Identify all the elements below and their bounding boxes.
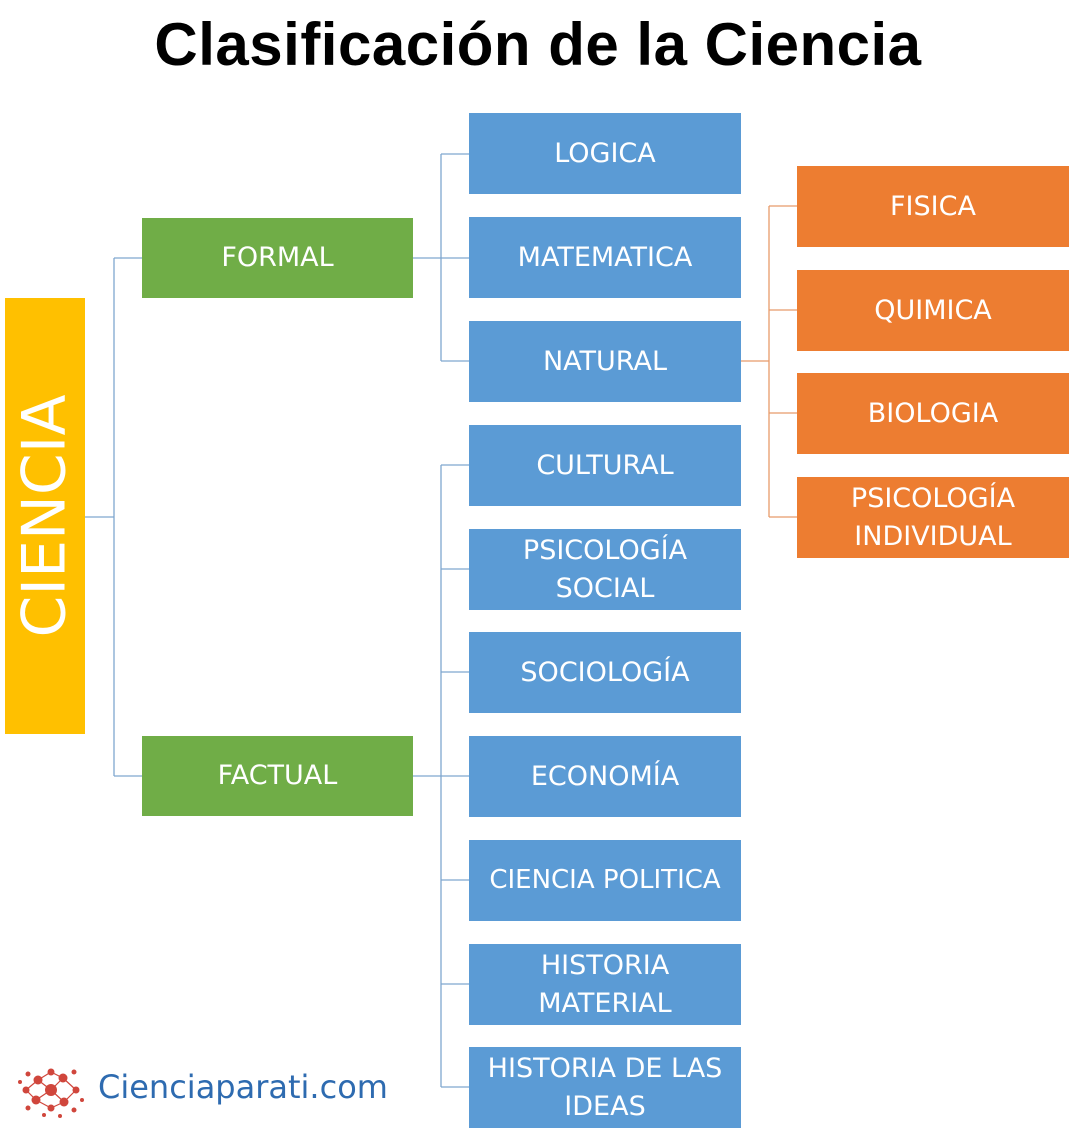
node-ciencia-politica: CIENCIA POLITICA (469, 840, 741, 921)
node-psicologia-social: PSICOLOGÍA SOCIAL (469, 529, 741, 610)
node-natural: NATURAL (469, 321, 741, 402)
node-cultural: CULTURAL (469, 425, 741, 506)
node-biologia: BIOLOGIA (797, 373, 1069, 454)
molecule-icon (18, 1068, 84, 1118)
node-logica: LOGICA (469, 113, 741, 194)
node-fisica: FISICA (797, 166, 1069, 247)
node-factual: FACTUAL (142, 736, 413, 816)
node-economia: ECONOMÍA (469, 736, 741, 817)
node-ciencia-label: CIENCIA (10, 394, 80, 638)
node-historia-material: HISTORIA MATERIAL (469, 944, 741, 1025)
node-ciencia: CIENCIA (5, 298, 85, 734)
logo-text: Cienciaparati.com (98, 1068, 388, 1106)
node-quimica: QUIMICA (797, 270, 1069, 351)
site-logo: Cienciaparati.com (16, 1060, 388, 1120)
node-historia-de-las-ideas: HISTORIA DE LAS IDEAS (469, 1047, 741, 1128)
node-matematica: MATEMATICA (469, 217, 741, 298)
diagram-title: Clasificación de la Ciencia (154, 11, 922, 78)
node-psicologia-individual: PSICOLOGÍA INDIVIDUAL (797, 477, 1069, 558)
node-sociologia: SOCIOLOGÍA (469, 632, 741, 713)
node-formal: FORMAL (142, 218, 413, 298)
